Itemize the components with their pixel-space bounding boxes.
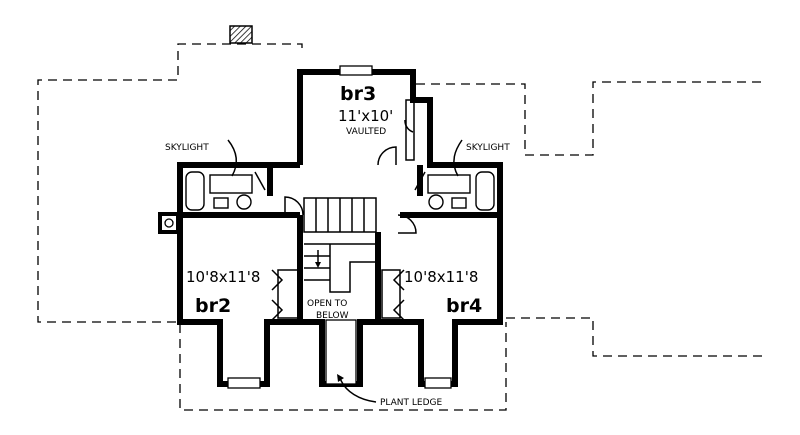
open-to-below-line1: OPEN TO: [307, 299, 347, 309]
windows: [227, 65, 452, 389]
br3-dimensions: 11'x10': [338, 107, 393, 125]
chimney: [229, 25, 253, 44]
br3-note: VAULTED: [346, 127, 386, 137]
br4-dimensions: 10'8x11'8: [404, 268, 478, 286]
br2-name: br2: [195, 295, 231, 317]
left-bath-fixtures: [185, 139, 266, 211]
leaders: [337, 374, 377, 403]
flue-box: [158, 212, 180, 234]
skylight-right-label: SKYLIGHT: [466, 143, 510, 153]
right-bath-fixtures: [414, 139, 495, 211]
br3-name: br3: [340, 83, 376, 105]
plant-ledge-label: PLANT LEDGE: [380, 398, 443, 408]
doors: [271, 119, 417, 321]
roof-outline: [37, 43, 762, 411]
closets: [277, 99, 415, 319]
stair: [303, 197, 377, 293]
br2-dimensions: 10'8x11'8: [186, 268, 260, 286]
br4-name: br4: [446, 295, 482, 317]
skylight-left-label: SKYLIGHT: [165, 143, 209, 153]
open-to-below-line2: BELOW: [316, 311, 349, 321]
